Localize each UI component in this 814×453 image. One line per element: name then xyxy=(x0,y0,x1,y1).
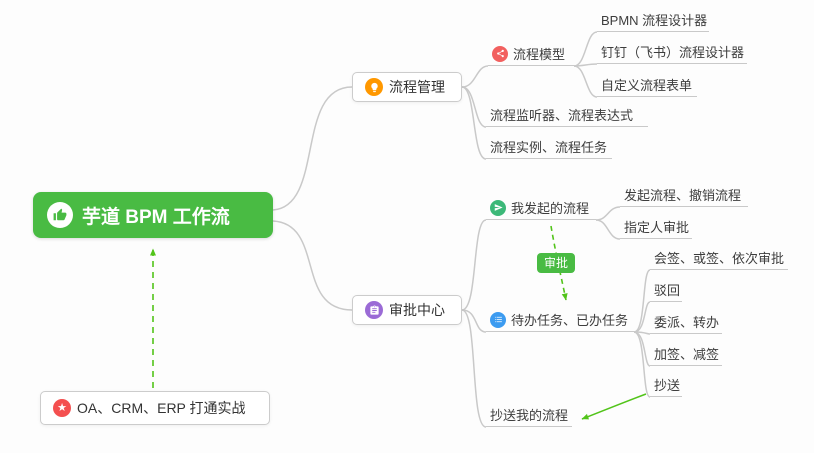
leaf-countersign[interactable]: 会签、或签、依次审批 xyxy=(650,244,788,270)
edge-center-todo xyxy=(461,309,487,333)
leaf-delegate-transfer-label: 委派、转办 xyxy=(654,315,720,330)
branch-edges xyxy=(272,31,651,428)
edge-root-process-mgmt xyxy=(272,86,353,211)
leaf-initiate-cancel-label: 发起流程、撤销流程 xyxy=(624,188,742,203)
topic-integration[interactable]: ★ OA、CRM、ERP 打通实战 xyxy=(40,391,270,425)
leaf-todo-done-label: 待办任务、已办任务 xyxy=(511,313,629,328)
leaf-reject[interactable]: 驳回 xyxy=(650,276,682,302)
leaf-custom-form[interactable]: 自定义流程表单 xyxy=(597,71,697,97)
leaf-cc-label: 抄送 xyxy=(654,378,681,393)
task-list-icon xyxy=(490,311,506,328)
leaf-assignee-approval-label: 指定人审批 xyxy=(624,220,690,235)
leaf-listener-expression[interactable]: 流程监听器、流程表达式 xyxy=(486,101,648,127)
topic-approval-center[interactable]: 审批中心 xyxy=(352,295,462,325)
leaf-cc-my-process[interactable]: 抄送我的流程 xyxy=(486,401,572,427)
relation-label-approval[interactable]: 审批 xyxy=(537,253,576,273)
share-icon xyxy=(492,45,508,62)
leaf-dingtalk-designer[interactable]: 钉钉（飞书）流程设计器 xyxy=(597,38,747,64)
edge-todo-cc xyxy=(633,331,651,398)
leaf-instance-task-label: 流程实例、流程任务 xyxy=(490,140,608,155)
leaf-add-reduce-sign-label: 加签、减签 xyxy=(654,347,720,362)
leaf-countersign-label: 会签、或签、依次审批 xyxy=(654,251,785,266)
root-topic-bpm-workflow[interactable]: 芋道 BPM 工作流 xyxy=(33,192,273,238)
edge-center-cc-my xyxy=(461,309,487,428)
lightbulb-icon xyxy=(365,78,383,96)
leaf-todo-done[interactable]: 待办任务、已办任务 xyxy=(486,306,634,332)
edge-todo-reject xyxy=(633,301,651,333)
edge-center-my-initiated xyxy=(461,219,487,311)
leaf-process-model-label: 流程模型 xyxy=(513,47,566,62)
edge-my-assignee xyxy=(595,219,621,240)
leaf-cc-my-process-label: 抄送我的流程 xyxy=(490,408,569,423)
leaf-process-model[interactable]: 流程模型 xyxy=(488,40,574,66)
star-icon: ★ xyxy=(53,399,71,417)
leaf-initiate-cancel[interactable]: 发起流程、撤销流程 xyxy=(620,181,748,207)
leaf-bpmn-designer-label: BPMN 流程设计器 xyxy=(601,13,708,28)
edge-todo-countersign xyxy=(633,269,651,333)
clipboard-icon xyxy=(365,301,383,319)
relation-cc-arrow xyxy=(581,393,647,420)
edge-model-custom-form xyxy=(573,65,598,98)
leaf-cc[interactable]: 抄送 xyxy=(650,371,682,397)
edge-my-initiate-cancel xyxy=(595,206,621,221)
leaf-delegate-transfer[interactable]: 委派、转办 xyxy=(650,308,722,334)
leaf-my-initiated[interactable]: 我发起的流程 xyxy=(486,194,596,220)
edge-model-bpmn xyxy=(573,31,598,67)
leaf-listener-expression-label: 流程监听器、流程表达式 xyxy=(490,108,634,123)
topic-integration-label: OA、CRM、ERP 打通实战 xyxy=(77,400,246,416)
topic-process-mgmt-label: 流程管理 xyxy=(389,79,445,95)
leaf-assignee-approval[interactable]: 指定人审批 xyxy=(620,213,692,239)
leaf-my-initiated-label: 我发起的流程 xyxy=(511,201,590,216)
thumbs-up-icon xyxy=(47,202,73,228)
edge-mgmt-model xyxy=(461,65,489,88)
topic-process-mgmt[interactable]: 流程管理 xyxy=(352,72,462,102)
leaf-add-reduce-sign[interactable]: 加签、减签 xyxy=(650,340,722,366)
edge-root-approval-center xyxy=(272,220,353,311)
leaf-custom-form-label: 自定义流程表单 xyxy=(601,78,693,93)
root-topic-label: 芋道 BPM 工作流 xyxy=(82,206,230,228)
leaf-dingtalk-designer-label: 钉钉（飞书）流程设计器 xyxy=(601,45,745,60)
send-icon xyxy=(490,199,506,216)
leaf-reject-label: 驳回 xyxy=(654,283,681,298)
edge-mgmt-instance xyxy=(461,86,487,160)
leaf-bpmn-designer[interactable]: BPMN 流程设计器 xyxy=(597,6,709,32)
leaf-instance-task[interactable]: 流程实例、流程任务 xyxy=(486,133,612,159)
topic-approval-center-label: 审批中心 xyxy=(389,302,445,318)
